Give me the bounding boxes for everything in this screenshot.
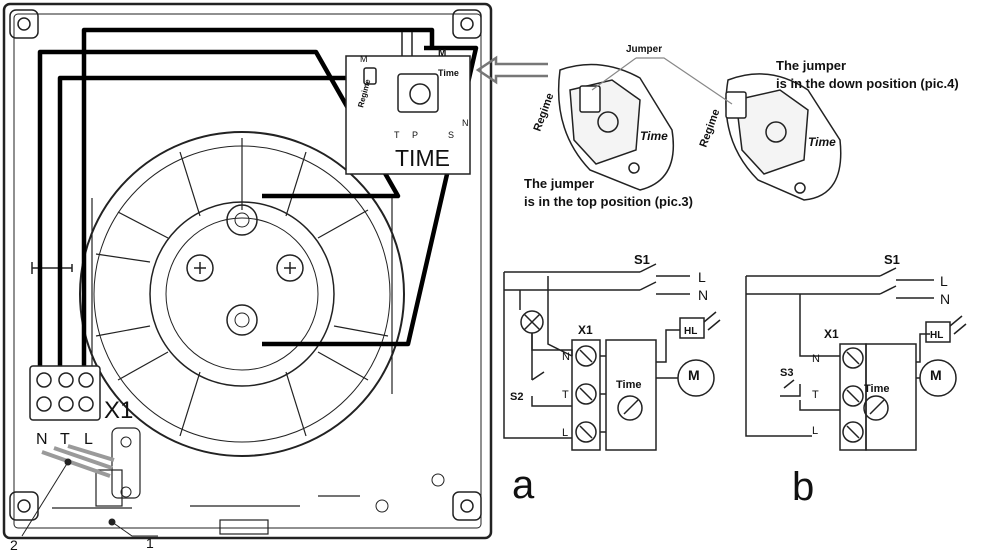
callout-leaders [21, 458, 158, 537]
time-module-pin-p: P [412, 130, 418, 140]
time-module-label: TIME [395, 145, 450, 171]
terminal-letter-l: L [84, 431, 93, 448]
jumper-regime-text-bottom: Regime [698, 108, 723, 149]
schematic-b-x1: X1 [824, 327, 839, 341]
schematic-a [503, 263, 721, 451]
time-module [345, 32, 471, 175]
schematic-b-s1: S1 [884, 252, 900, 267]
schematic-a-term-n: N [562, 351, 570, 363]
schematic-b [745, 267, 967, 451]
schematic-a-term-t: T [562, 389, 569, 401]
caption-down-line2: is in the down position (pic.4) [776, 76, 959, 91]
terminal-letter-t: T [60, 431, 70, 448]
terminal-letter-n: N [36, 431, 48, 448]
time-module-pin-n: N [462, 118, 469, 128]
caption-down-line1: The jumper [776, 58, 846, 73]
pointer-arrow [475, 55, 548, 85]
corner-screw-holes [9, 9, 482, 521]
schematic-b-hl: HL [930, 330, 943, 341]
schematic-b-time: Time [864, 383, 889, 395]
callout-2: 2 [10, 537, 18, 553]
schematic-a-s2: S2 [510, 391, 523, 403]
schematic-a-time: Time [616, 379, 641, 391]
schematic-a-term-l: L [562, 427, 568, 439]
terminal-block-label: X1 [104, 397, 133, 424]
time-module-pin-time: Time [438, 68, 459, 78]
callout-1: 1 [146, 535, 154, 551]
jumper-regime-text-top: Regime [532, 92, 557, 133]
jumper-time-text-bottom: Time [808, 135, 836, 149]
schematic-a-s1: S1 [634, 252, 650, 267]
jumper-illustration-top [557, 63, 675, 191]
schematic-b-m: M [930, 367, 942, 383]
terminal-block [29, 365, 101, 421]
schematic-a-m: M [688, 367, 700, 383]
caption-top-line2: is in the top position (pic.3) [524, 194, 693, 209]
schematic-b-term-t: T [812, 389, 819, 401]
time-module-pin-t: T [394, 130, 400, 140]
cable-clip [41, 444, 115, 478]
time-module-pin-m2: M [438, 48, 446, 59]
jumper-leaders [591, 57, 733, 105]
schematic-b-term-n: N [812, 353, 820, 365]
jumper-label: Jumper [626, 44, 662, 55]
schematic-a-line-l: L [698, 269, 706, 285]
schematic-a-line-n: N [698, 287, 708, 303]
time-module-pin-m1: M [360, 54, 368, 64]
schematic-b-line-n: N [940, 291, 950, 307]
schematic-a-x1: X1 [578, 323, 593, 337]
schematic-a-hl: HL [684, 326, 697, 337]
time-module-pin-s: S [448, 130, 454, 140]
schematic-b-term-l: L [812, 425, 818, 437]
schematic-b-s3: S3 [780, 367, 793, 379]
caption-top-line1: The jumper [524, 176, 594, 191]
jumper-time-text-top: Time [640, 129, 668, 143]
schematic-b-caption: b [792, 465, 814, 509]
jumper-illustration-bottom [725, 73, 842, 201]
schematic-a-caption: a [512, 463, 535, 507]
schematic-b-line-l: L [940, 273, 948, 289]
fan-housing [2, 2, 493, 540]
